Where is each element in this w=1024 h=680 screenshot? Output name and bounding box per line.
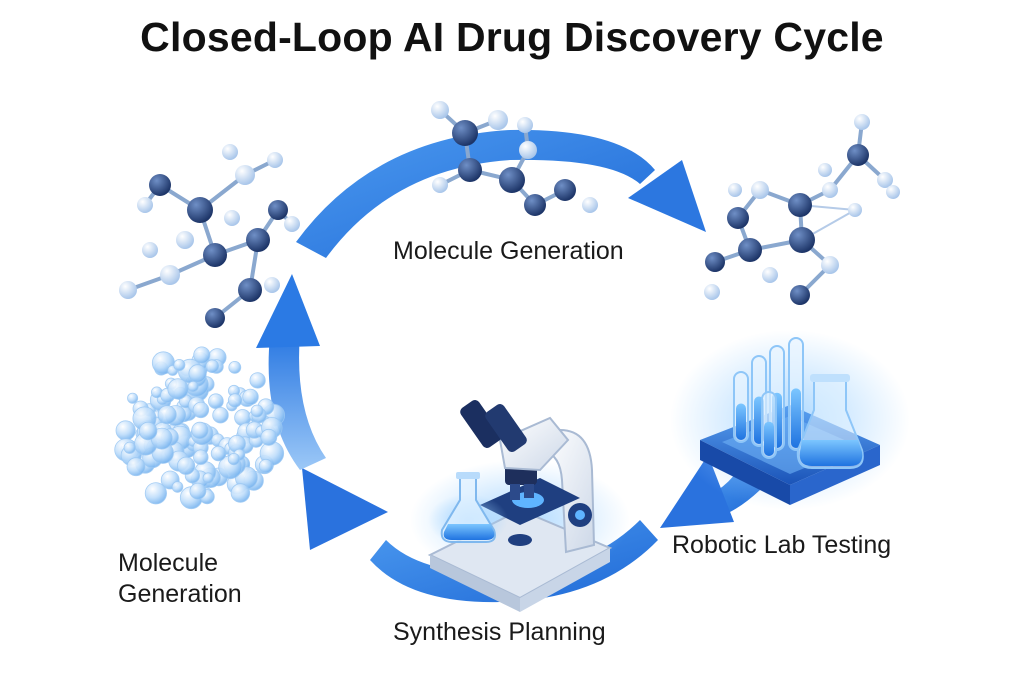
molecule-icon [119,144,300,328]
stage-label-molecule-generation: Molecule Generation [393,237,624,265]
arrow-right-head [660,455,734,528]
arrow-bottom [370,520,658,603]
crystal-cluster-icon [114,346,286,510]
molecule-icon [704,114,900,305]
molecule-icon [431,101,598,216]
flask-icon [428,472,508,546]
stage-label-synthesis-planning: Synthesis Planning [393,618,606,646]
page-title: Closed-Loop AI Drug Discovery Cycle [140,14,884,60]
arrow-top-head [628,160,706,232]
arrow-bottom-head [302,468,388,550]
stage-label-line: Molecule [118,549,219,577]
arrow-top [296,129,655,258]
test-tube-rack-icon [670,330,910,510]
stage-label-line: Generation [118,580,242,609]
arrow-left [268,334,326,470]
stage-label-robotic-lab-testing: Robotic Lab Testing [672,531,892,559]
stage-label-molecule-generation-left: Molecule Generation [118,548,278,611]
arrow-left-head [256,274,320,348]
